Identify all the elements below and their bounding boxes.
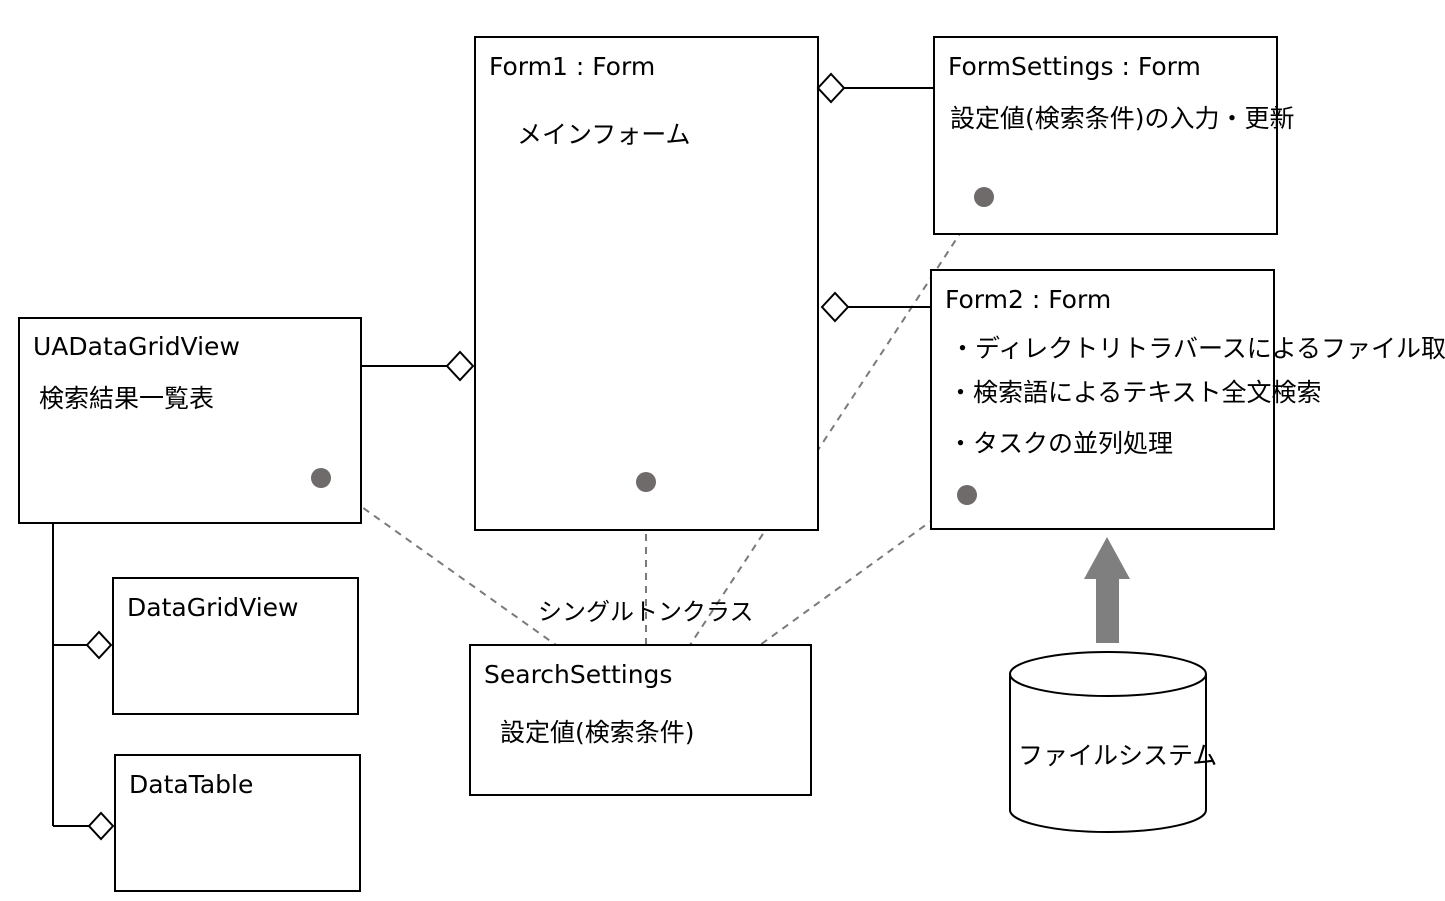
form1-description: メインフォーム xyxy=(517,120,691,149)
search-settings-rect xyxy=(469,644,812,796)
ua-grid-rect xyxy=(18,317,362,524)
aggregation-diamond-data-grid-view xyxy=(85,630,113,660)
aggregation-diamond-data-table xyxy=(87,811,115,841)
form2-line-3: ・タスクの並列処理 xyxy=(948,429,1173,458)
filesystem-cylinder-icon xyxy=(1009,651,1207,833)
ua-grid-class-box[interactable]: UADataGridView 検索結果一覧表 xyxy=(18,317,362,524)
form1-dependency-dot xyxy=(636,472,656,492)
form2-class-box[interactable]: Form2 : Form ・ディレクトリトラバースによるファイル取得 ・検索語に… xyxy=(930,269,1445,530)
data-grid-view-title: DataGridView xyxy=(127,593,298,622)
filesystem-label: ファイルシステム xyxy=(1018,741,1217,770)
ua-grid-title: UADataGridView xyxy=(33,332,240,361)
form2-line-2: ・検索語によるテキスト全文検索 xyxy=(948,378,1322,407)
form-settings-description: 設定値(検索条件)の入力・更新 xyxy=(950,104,1295,133)
search-settings-class-box[interactable]: SearchSettings 設定値(検索条件) xyxy=(469,644,812,796)
data-table-class-box[interactable]: DataTable xyxy=(114,754,361,892)
form-settings-dependency-dot xyxy=(974,187,994,207)
form2-rect xyxy=(930,269,1275,530)
form-settings-class-box[interactable]: FormSettings : Form 設定値(検索条件)の入力・更新 xyxy=(933,36,1295,235)
search-settings-title: SearchSettings xyxy=(484,660,672,689)
data-table-title: DataTable xyxy=(129,770,253,799)
aggregation-diamond-form-settings xyxy=(816,72,846,104)
data-grid-view-rect xyxy=(112,577,359,715)
ua-grid-dependency-dot xyxy=(311,468,331,488)
form1-rect xyxy=(474,36,819,531)
form1-title: Form1 : Form xyxy=(489,52,655,81)
dependency-form-settings-to-search-settings xyxy=(689,196,985,646)
form2-title: Form2 : Form xyxy=(945,285,1111,314)
data-grid-view-class-box[interactable]: DataGridView xyxy=(112,577,359,715)
aggregation-diamond-ua-grid xyxy=(445,350,475,382)
aggregation-diamond-form2 xyxy=(820,291,850,323)
form2-dependency-dot xyxy=(957,485,977,505)
ua-grid-description: 検索結果一覧表 xyxy=(39,384,214,413)
singleton-class-label: シングルトンクラス xyxy=(538,598,754,626)
form-settings-title: FormSettings : Form xyxy=(948,52,1201,81)
form1-class-box[interactable]: Form1 : Form メインフォーム xyxy=(474,36,819,531)
up-arrow-icon xyxy=(1084,537,1130,643)
data-table-rect xyxy=(114,754,361,892)
search-settings-description: 設定値(検索条件) xyxy=(500,718,695,747)
dependency-ua-grid-to-search-settings xyxy=(320,477,557,646)
form2-line-1: ・ディレクトリトラバースによるファイル取得 xyxy=(950,334,1445,363)
